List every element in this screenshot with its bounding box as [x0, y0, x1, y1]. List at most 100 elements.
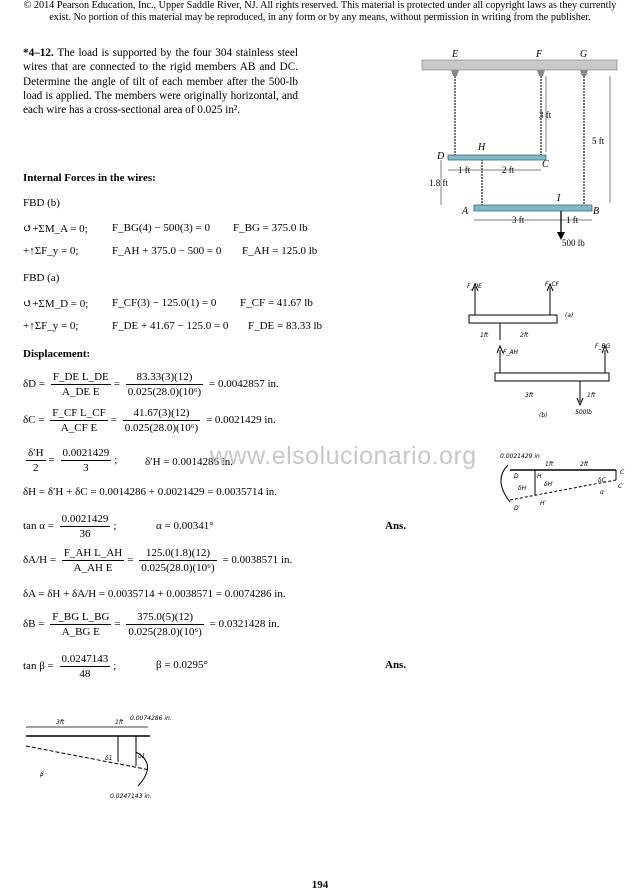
tilt-a-Hprime: H′ [540, 500, 547, 507]
member-AB [473, 204, 593, 212]
dim-3ft-bottom: 3 ft [512, 215, 525, 225]
label-H: H [477, 142, 486, 153]
label-E: E [451, 49, 458, 60]
problem-text: The load is supported by the four 304 st… [23, 47, 298, 117]
fbd-b-FBG: F_BG [595, 343, 611, 350]
eq-delta-B-result: = 0.0321428 in. [209, 618, 280, 631]
arrow-500lb-head [576, 397, 584, 407]
tilt-b-deflected [25, 745, 151, 771]
arrow-FAH-head [496, 344, 504, 354]
eq-delta-D-lhs: δD = [23, 378, 46, 391]
fbd-b-title: FBD (b) [23, 197, 60, 209]
arrow-FDE-head [471, 282, 479, 292]
tilt-b-leader [135, 751, 148, 787]
tilt-b-value-top: 0.0074286 in. [130, 715, 172, 722]
watermark: www.elsolucionario.org [210, 442, 477, 470]
sketch-fbd-a: F_DE F_CF 1ft 2ft (a) [467, 281, 573, 340]
eq-a-force: F_DE + 41.67 − 125.0 = 0 [112, 320, 229, 332]
eq-beta-result: β = 0.0295° [156, 659, 208, 671]
eq-tan-alpha-lhs: tan α = [23, 520, 54, 533]
tilt-a-dHprime: δH′ [544, 481, 554, 488]
dim-2ft: 2 ft [502, 165, 515, 175]
fbd-a-FCF: F_CF [545, 281, 560, 288]
dim-3ft: 3 ft [539, 110, 552, 120]
frac-num-D: 83.33(3)(12)0.025(28.0)(10⁶) [125, 371, 204, 398]
label-B: B [593, 206, 599, 217]
label-D: D [436, 151, 445, 162]
beam-a [468, 314, 558, 324]
problem-number: *4–12. [23, 47, 54, 59]
fbd-a-tag: (a) [565, 312, 573, 319]
tilt-a-C: C [620, 469, 625, 476]
eq-alpha-result: α = 0.00341° [156, 520, 214, 532]
section-displacement: Displacement: [23, 348, 91, 360]
beam-b [494, 372, 610, 382]
eq-b-moment-result: F_BG = 375.0 lb [233, 222, 308, 234]
eq-delta-A-sum: δA = δH + δA/H = 0.0035714 + 0.0038571 =… [23, 588, 286, 600]
fbd-b-tag: (b) [539, 412, 548, 419]
tilt-b-value-bottom: 0.0247143 in. [110, 793, 152, 800]
sketch-tilt-a: 0.0021429 in 1ft 2ft D H C δH δH′ δC C′ … [500, 453, 625, 512]
eq-delta-D-result: = 0.0042857 in. [208, 378, 279, 391]
load-arrow-head [557, 232, 565, 240]
copyright-line-1: © 2014 Pearson Education, Inc., Upper Sa… [23, 0, 617, 11]
label-I: I [556, 193, 561, 204]
label-F: F [535, 49, 543, 60]
fbd-b-1ft: 1ft [587, 392, 596, 399]
eq-a-moment: F_CF(3) − 125.0(1) = 0 [112, 297, 217, 309]
dim-1ft-top: 1 ft [458, 165, 471, 175]
tilt-a-deflected [509, 479, 617, 501]
eq-b-moment-lhs: ↺+ΣM_A = 0; [23, 223, 88, 235]
fbd-a-2ft: 2ft [520, 332, 529, 339]
fbd-b-FAH: F_AH [503, 349, 519, 356]
copyright-header: © 2014 Pearson Education, Inc., Upper Sa… [20, 0, 620, 24]
tilt-a-D: D [514, 473, 519, 480]
label-C: C [542, 159, 549, 170]
eq-delta-AH-result: = 0.0038571 in. [222, 554, 293, 567]
dim-1ft-bottom: 1 ft [566, 215, 579, 225]
dim-1.8ft: 1.8 ft [429, 178, 448, 188]
sketch-fbd-b: F_AH F_BG 3ft 1ft (b) 500lb [494, 343, 611, 419]
fbd-a-FDE: F_DE [467, 283, 482, 290]
hanger-G [580, 70, 588, 76]
load-label: 500 lb [562, 238, 585, 248]
eq-delta-H-prime-result: δ′H = 0.0014286 in. [145, 456, 234, 468]
eq-a-moment-lhs: ↺+ΣM_D = 0; [23, 298, 89, 310]
eq-delta-H-sum: δH = δ′H + δC = 0.0014286 + 0.0021429 = … [23, 486, 278, 498]
frac-num-C: 41.67(3)(12)0.025(28.0)(10⁶) [122, 407, 201, 434]
tilt-a-H: H [537, 473, 542, 480]
sketch-tilt-b: 3ft 1ft 0.0074286 in. δ1 δ1 β 0.0247143 … [25, 715, 172, 800]
tilt-a-2ft: 2ft [580, 461, 589, 468]
eq-a-force-lhs: +↑ΣF_y = 0; [23, 320, 79, 332]
page-number: 194 [311, 879, 329, 891]
tilt-a-dH: δH [518, 485, 527, 492]
eq-delta-C-result: = 0.0021429 in. [205, 414, 276, 427]
tilt-a-dC: δC [598, 477, 607, 484]
tilt-a-Cprime: C′ [618, 483, 624, 490]
eq-delta-AH-lhs: δA/H = [23, 554, 57, 567]
frac-num-B: 375.0(5)(12)0.025(28.0)(10⁶) [126, 611, 204, 638]
eq-b-force-result: F_AH = 125.0 lb [242, 245, 318, 257]
section-internal-forces: Internal Forces in the wires: [23, 172, 156, 184]
tilt-b-3ft: 3ft [56, 719, 65, 726]
member-DC [447, 154, 547, 161]
eq-delta-B-lhs: δB = [23, 618, 45, 631]
fbd-b-3ft: 3ft [525, 392, 534, 399]
tilt-b-delta1a: δ1 [105, 755, 113, 762]
tilt-b-beta: β [40, 771, 44, 778]
